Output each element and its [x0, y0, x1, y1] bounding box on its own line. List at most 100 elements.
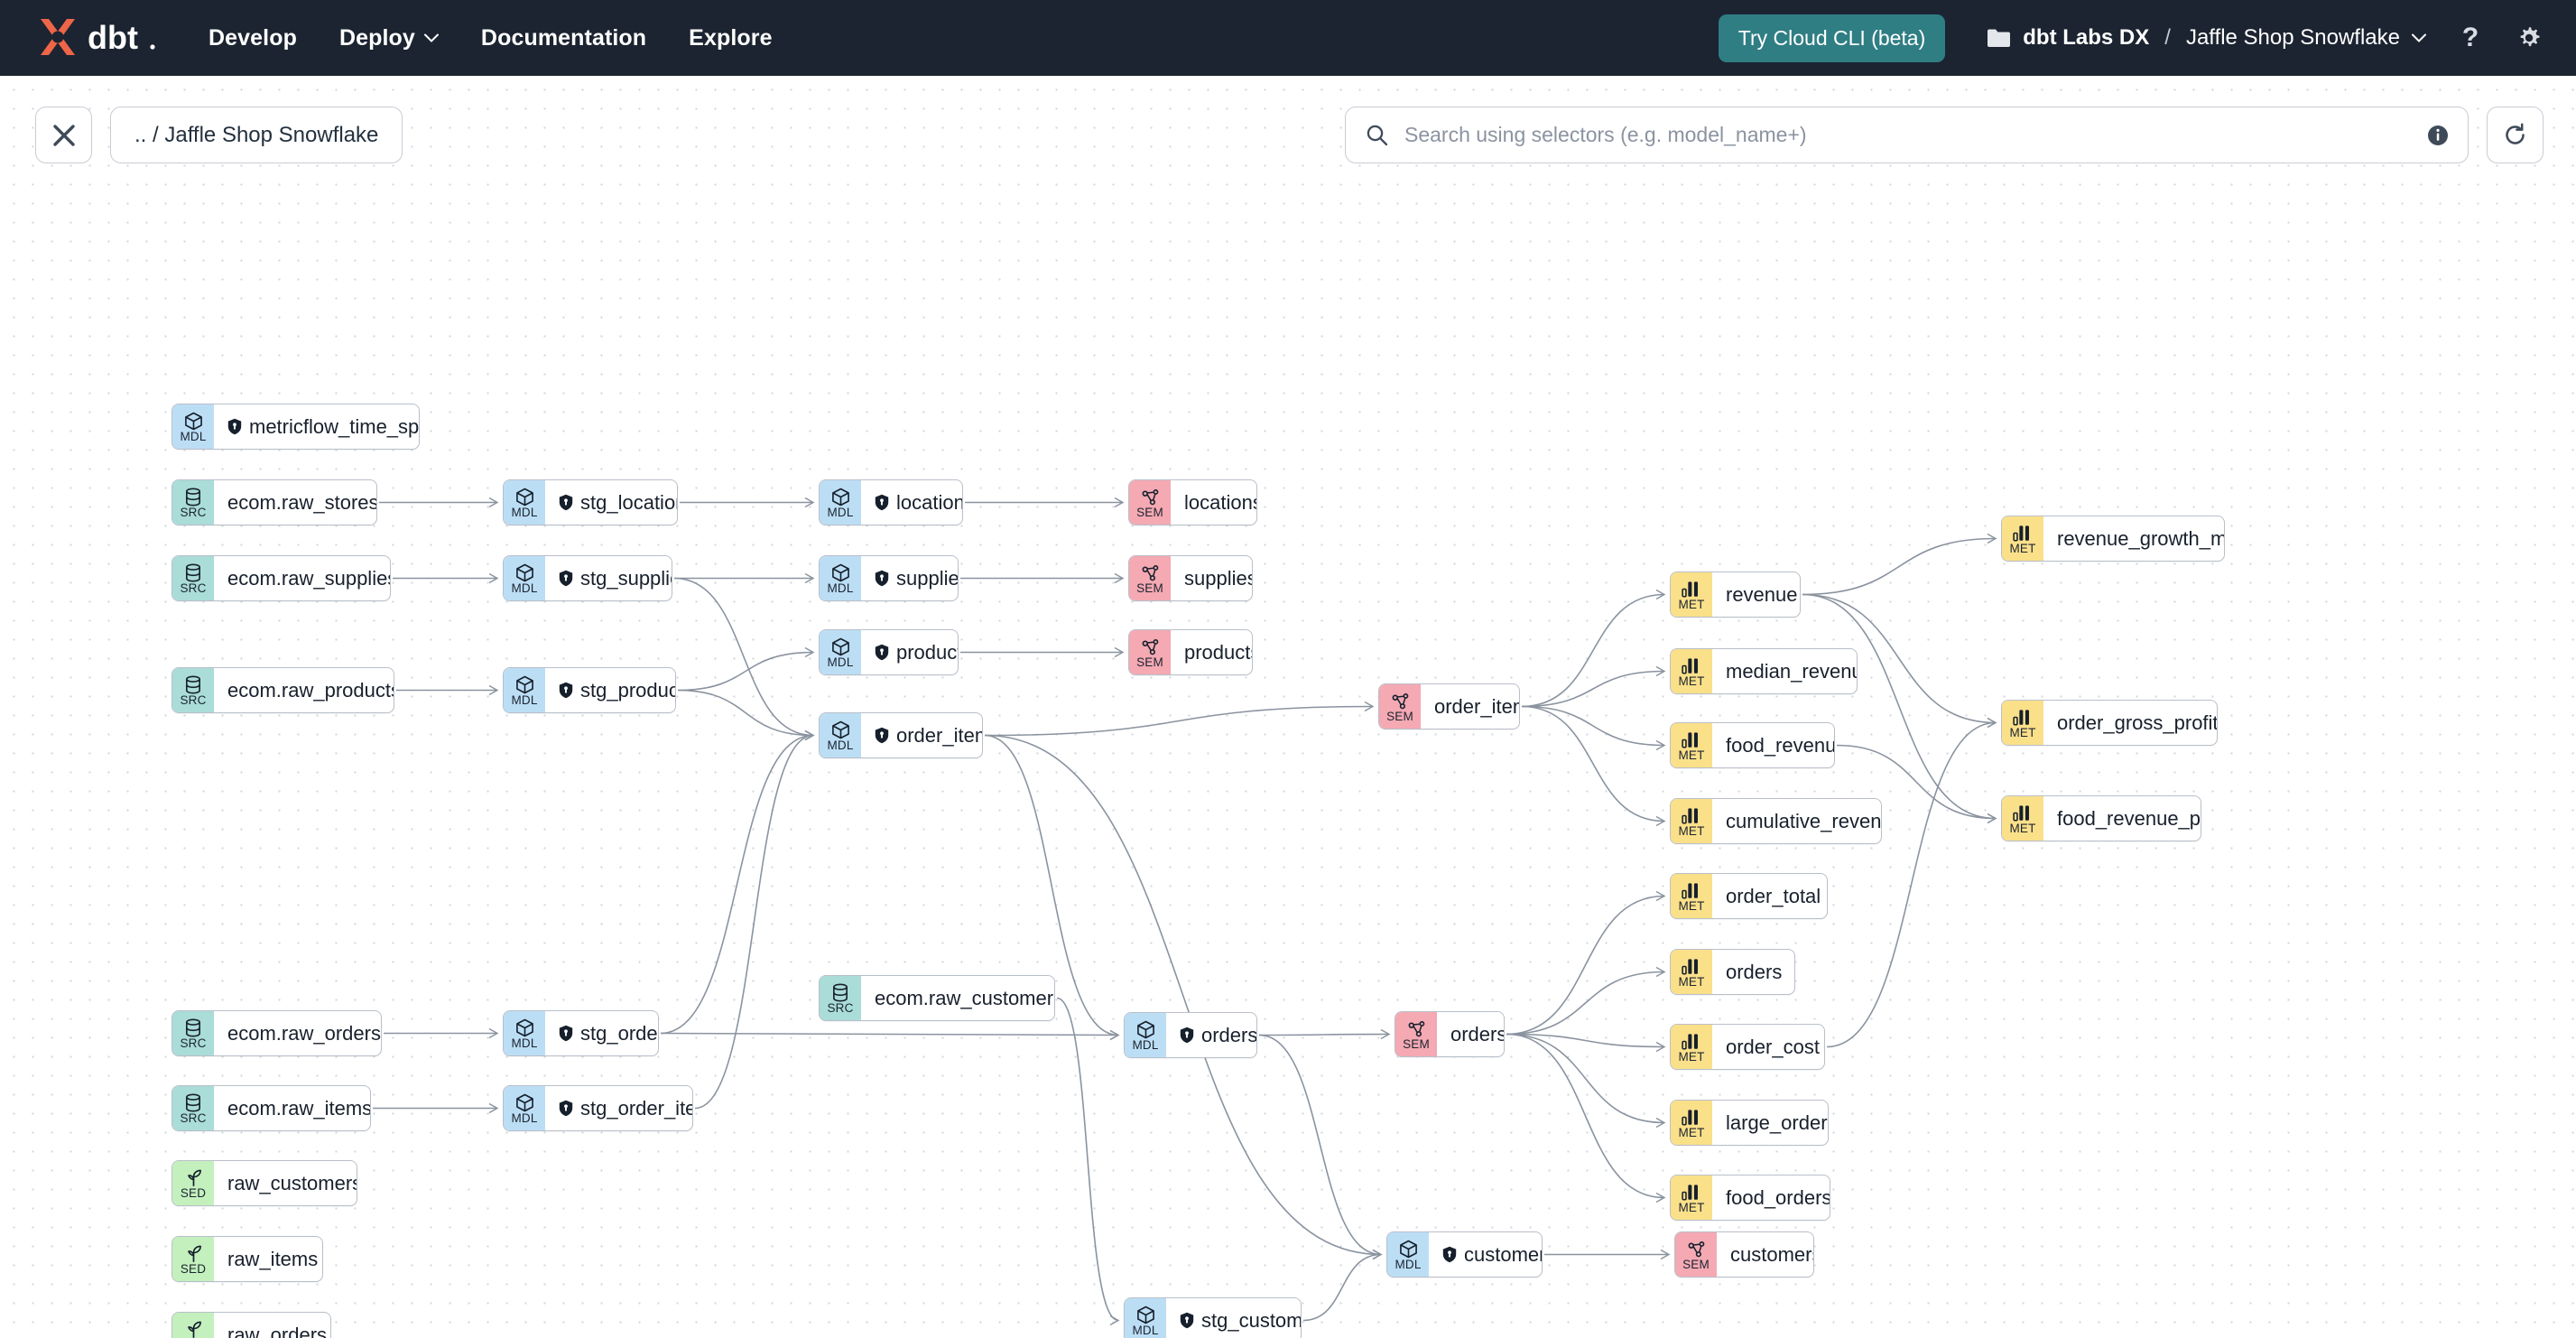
edge-arrow [488, 684, 499, 696]
node-type-icon [2013, 804, 2033, 822]
node-type-icon [184, 1169, 203, 1186]
lineage-graph-canvas[interactable]: MDLmetricflow_time_spineSRCecom.raw_stor… [0, 76, 2576, 1338]
refresh-button[interactable] [2487, 107, 2544, 163]
node-label-text: raw_items [227, 1247, 319, 1270]
edge-arrow [1655, 739, 1666, 751]
bar-chart-icon [1682, 657, 1698, 674]
bar-chart-icon [2013, 709, 2029, 726]
nav-link-documentation[interactable]: Documentation [481, 25, 646, 51]
cube-icon [1136, 1020, 1154, 1038]
bar-chart-icon [1682, 581, 1698, 598]
nav-link-explore-label: Explore [689, 24, 773, 51]
node-type-icon [184, 1018, 202, 1036]
top-navigation-bar: dbt Develop Deploy Documentation Explore… [0, 0, 2576, 76]
node-label: order_gross_profit [2043, 701, 2217, 745]
node-label: stg_locations [545, 480, 677, 525]
node-type-code: MDL [1132, 1323, 1159, 1337]
node-label-text: food_orders [1726, 1185, 1830, 1209]
contract-shield-icon [875, 570, 889, 587]
graph-node-met_food_orders[interactable]: MET food_orders [1670, 1175, 1830, 1221]
graph-node-customers_mdl[interactable]: MDLcustomers [1386, 1231, 1543, 1278]
bar-chart-icon [1682, 731, 1698, 748]
gear-icon[interactable] [2515, 23, 2544, 52]
edge-arrow [1372, 1249, 1383, 1260]
node-type-icon [1682, 1184, 1701, 1201]
node-label-text: stg_products [580, 678, 675, 702]
graph-node-locations[interactable]: MDLlocations [819, 479, 963, 525]
node-label-text: order_items [896, 723, 982, 747]
graph-node-products[interactable]: MDLproducts [819, 629, 959, 675]
search-input[interactable] [1403, 122, 2426, 148]
info-icon[interactable] [2426, 124, 2450, 147]
try-cloud-cli-button[interactable]: Try Cloud CLI (beta) [1718, 14, 1946, 62]
bar-chart-icon [1682, 807, 1698, 824]
chevron-down-icon [423, 33, 439, 42]
close-button[interactable] [35, 107, 92, 163]
nav-link-develop[interactable]: Develop [208, 25, 297, 51]
lineage-nodes: MDLmetricflow_time_spineSRCecom.raw_stor… [0, 76, 2576, 1338]
contract-shield-icon [227, 418, 242, 435]
edge-met_order_cost-to-met_order_gross_profit [1826, 721, 1997, 1048]
node-type-badge-mdl: MDL [504, 1011, 545, 1055]
graph-node-supplies[interactable]: MDLsupplies [819, 555, 959, 601]
node-label-text: raw_orders [227, 1323, 328, 1338]
edge-sem_order_item-to-met_revenue [1521, 593, 1665, 708]
edge-arrow [804, 646, 815, 658]
sprout-icon [187, 1245, 201, 1262]
node-type-code: MET [1678, 1200, 1705, 1214]
nav-link-explore[interactable]: Explore [689, 25, 772, 51]
contract-shield-icon [875, 644, 889, 661]
nav-link-documentation-label: Documentation [480, 24, 647, 51]
node-label-text: ecom.raw_products [227, 678, 394, 702]
nav-link-deploy[interactable]: Deploy [339, 25, 439, 51]
node-type-icon [1141, 488, 1160, 506]
project-breadcrumb[interactable]: dbt Labs DX / Jaffle Shop Snowflake [1987, 25, 2426, 51]
graph-breadcrumb[interactable]: .. / Jaffle Shop Snowflake [110, 107, 403, 163]
dbt-logo[interactable]: dbt [34, 15, 160, 60]
help-icon[interactable]: ? [2457, 23, 2484, 53]
node-label-text: ecom.raw_items [227, 1096, 371, 1120]
search-bar[interactable] [1345, 107, 2469, 163]
node-label-text: ecom.raw_orders [227, 1021, 381, 1045]
contract-shield-icon [559, 1025, 573, 1042]
node-label-text: customers [1464, 1242, 1542, 1266]
contract-shield-icon [559, 682, 573, 699]
node-label: supplies [1171, 556, 1252, 600]
node-label-text: food_revenue [1726, 733, 1834, 757]
